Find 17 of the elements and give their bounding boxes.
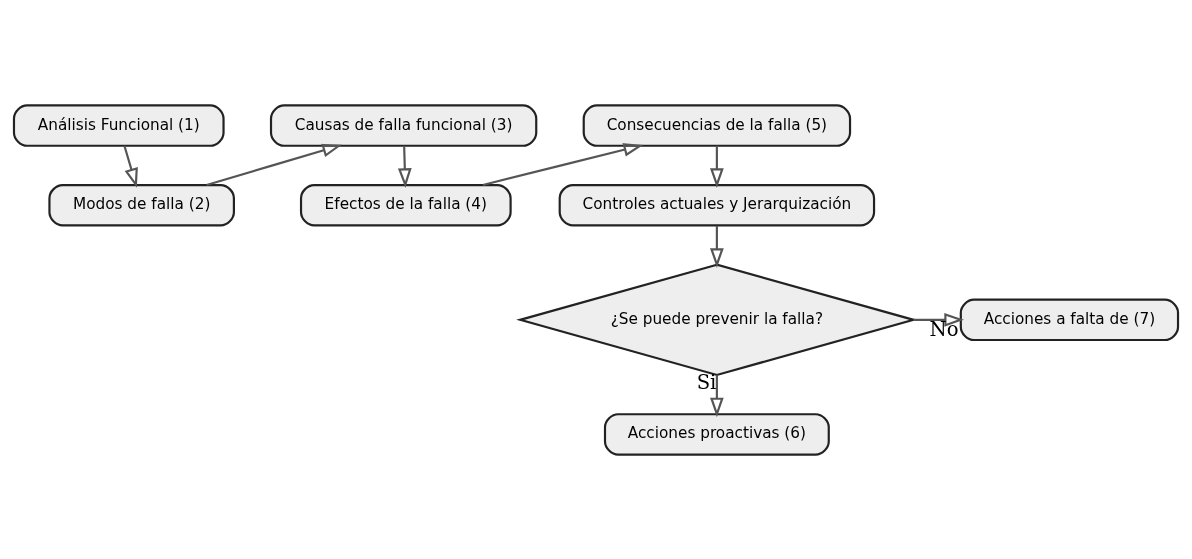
edge-label: No	[929, 317, 959, 341]
arrow	[397, 145, 412, 188]
node-box: Consecuencias de la falla (5)	[582, 103, 852, 147]
node-box: Acciones a falta de (7)	[959, 298, 1180, 341]
node-box: Controles actuales y Jerarquización	[558, 183, 876, 226]
arrow	[913, 312, 964, 327]
node-box: Modos de falla (2)	[48, 183, 235, 226]
arrow	[710, 145, 724, 188]
node-box: Causas de falla funcional (3)	[269, 103, 538, 147]
node-box: Efectos de la falla (4)	[299, 183, 512, 226]
arrow	[710, 225, 724, 268]
node-box: Análisis Funcional (1)	[12, 103, 225, 147]
arrow	[206, 143, 343, 186]
arrow	[123, 145, 138, 188]
node-box: Acciones proactivas (6)	[603, 412, 830, 456]
arrow	[482, 142, 644, 186]
arrow	[710, 374, 724, 417]
